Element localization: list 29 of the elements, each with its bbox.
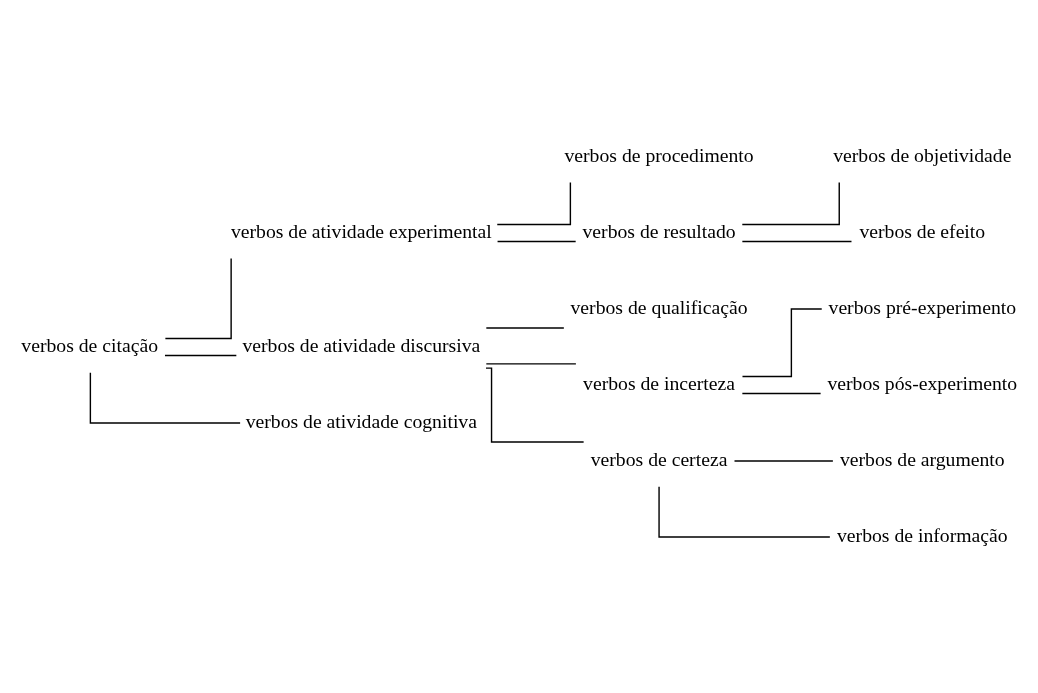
node-text: verbos de efeito — [859, 219, 986, 242]
node-text: verbos de procedimento — [564, 143, 754, 166]
node-text: verbos de citação — [21, 333, 158, 356]
node-text: verbos pós-experimento — [827, 371, 1018, 394]
connector — [164, 257, 232, 339]
node-text: verbos de atividade discursiva — [242, 333, 481, 356]
node-text: verbos de informação — [837, 523, 1008, 546]
connector — [164, 354, 238, 356]
connector — [485, 362, 577, 365]
connector — [741, 240, 853, 242]
connector — [733, 459, 834, 462]
node-text: verbos de atividade cognitiva — [245, 409, 477, 432]
node-text: verbos de certeza — [590, 447, 728, 470]
connector — [496, 240, 577, 242]
connector — [89, 371, 241, 424]
connector — [741, 392, 822, 394]
node-text: verbos de qualificação — [570, 295, 748, 318]
connector — [485, 326, 565, 329]
node-text: verbos de resultado — [582, 219, 736, 242]
node-text: verbos pré-experimento — [828, 295, 1017, 318]
node-text: verbos de atividade experimental — [230, 219, 492, 242]
node-text: verbos de objetividade — [833, 143, 1012, 166]
node-text: verbos de argumento — [839, 447, 1005, 470]
connector — [485, 366, 585, 443]
connector — [741, 181, 840, 225]
node-text: verbos de incerteza — [583, 371, 736, 394]
connector — [496, 181, 572, 225]
connector — [658, 485, 831, 538]
connector — [741, 307, 823, 377]
